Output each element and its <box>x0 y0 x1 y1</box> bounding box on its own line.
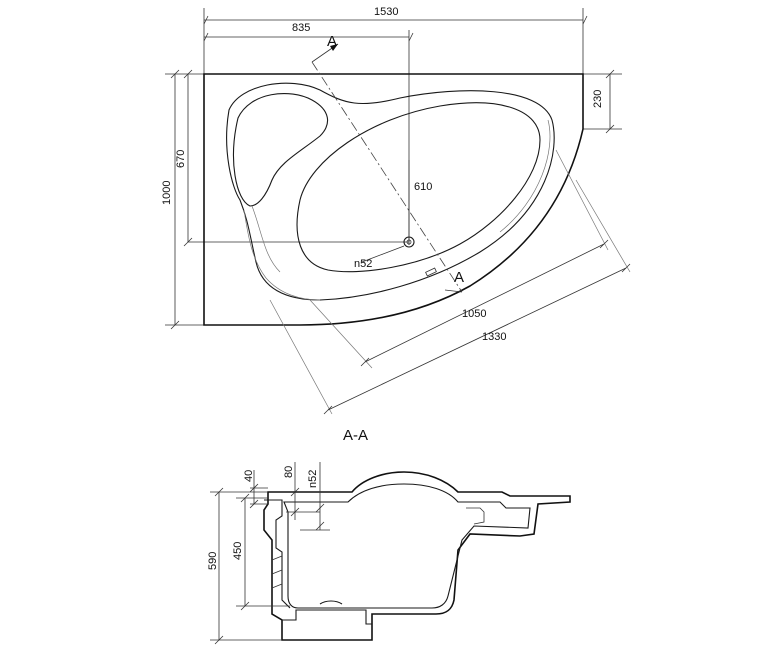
dim-n52-section-label: n52 <box>307 470 319 488</box>
dimension-overall-width: 1530 <box>203 6 588 74</box>
dim-230-label: 230 <box>592 90 604 108</box>
section-title: A-A <box>343 427 368 444</box>
dim-40-label: 40 <box>243 470 255 482</box>
section-line <box>311 61 463 293</box>
dim-1530-label: 1530 <box>374 6 398 18</box>
dim-835-label: 835 <box>292 22 310 34</box>
section-a-bottom-label: A <box>454 269 464 286</box>
section-base <box>282 609 372 625</box>
dimension-depth: 450 <box>232 493 290 611</box>
basin-bottom <box>296 102 541 273</box>
dimension-outer-length: 1330 <box>269 179 631 415</box>
seat-contour <box>232 93 329 207</box>
dim-1330-label: 1330 <box>482 331 506 343</box>
section-a-top-label: A <box>327 33 337 50</box>
dimension-height: 1000 <box>161 69 204 330</box>
section-drain-cup <box>319 600 343 605</box>
contour-line <box>499 119 551 233</box>
dimension-rim: 40 <box>243 470 268 509</box>
dim-610-label: 610 <box>414 181 432 193</box>
section-step <box>466 507 485 525</box>
dim-450-label: 450 <box>232 542 244 560</box>
section-apron <box>264 499 291 609</box>
contour-line <box>243 209 321 301</box>
dimension-side-top: 230 <box>583 69 622 134</box>
dim-590-label: 590 <box>207 552 219 570</box>
dimension-inner-length: 1050 <box>309 149 609 369</box>
drain-leader <box>361 245 405 263</box>
drain-label: n52 <box>354 258 372 270</box>
section-marker-bottom: A <box>444 269 464 293</box>
dim-670-label: 670 <box>175 150 187 168</box>
dimension-seat-depth: 670 <box>175 69 409 247</box>
dim-1050-label: 1050 <box>462 308 486 320</box>
dimension-inner-width: 610 <box>408 160 432 242</box>
dim-80-label: 80 <box>283 466 295 478</box>
basin-rim <box>226 82 555 301</box>
section-profile <box>263 471 571 641</box>
overflow-slot <box>425 267 437 277</box>
section-inner-shell <box>283 483 531 609</box>
dimension-rim-drain: 80 <box>283 462 320 520</box>
dimension-drain-section: n52 <box>300 462 330 531</box>
dim-1000-label: 1000 <box>161 181 173 205</box>
section-marker-top: A <box>311 33 339 63</box>
bathtub-outline <box>203 73 584 326</box>
dimension-total-height: 590 <box>207 487 282 645</box>
contour-line <box>251 205 281 273</box>
